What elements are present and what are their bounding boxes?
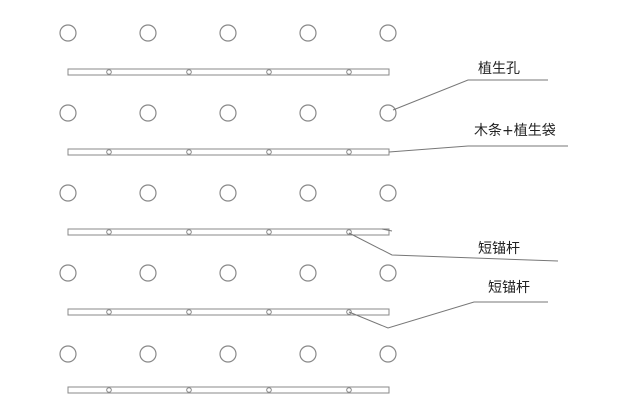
anchor-bolt-icon: [266, 229, 272, 235]
planting-hole-icon: [299, 104, 317, 122]
wood-strip: [67, 228, 390, 236]
planting-hole-icon: [379, 24, 397, 42]
planting-hole-icon: [139, 345, 157, 363]
planting-hole-icon: [139, 264, 157, 282]
wood-strip: [67, 386, 390, 394]
planting-hole-icon: [139, 184, 157, 202]
wood-strip: [67, 148, 390, 156]
anchor-bolt-icon: [106, 309, 112, 315]
anchor-bolt-icon: [266, 149, 272, 155]
planting-hole-icon: [299, 24, 317, 42]
planting-hole-icon: [379, 264, 397, 282]
planting-holes: [59, 24, 397, 363]
planting-hole-icon: [59, 264, 77, 282]
planting-hole-icon: [299, 345, 317, 363]
anchor-bolt-icon: [346, 69, 352, 75]
planting-hole-icon: [139, 24, 157, 42]
leader-wood-strip-bag: [388, 145, 568, 153]
leader-short-anchor-2: [348, 301, 548, 329]
anchor-bolt-icon: [186, 309, 192, 315]
planting-hole-icon: [219, 184, 237, 202]
wood-strip: [67, 68, 390, 76]
planting-hole-icon: [59, 24, 77, 42]
anchor-bolt-icon: [106, 387, 112, 393]
leader-short-anchor-1: [348, 232, 559, 262]
leader-lines: [348, 79, 568, 329]
anchor-bolt-icon: [346, 149, 352, 155]
planting-hole-icon: [299, 264, 317, 282]
label-planting-hole: 植生孔: [478, 61, 520, 77]
planting-hole-icon: [379, 345, 397, 363]
anchor-bolt-icon: [106, 229, 112, 235]
anchor-bolt-icon: [266, 69, 272, 75]
anchor-bolt-icon: [266, 387, 272, 393]
anchor-bolt-icon: [346, 387, 352, 393]
leader-tick: [381, 228, 393, 232]
planting-hole-icon: [219, 24, 237, 42]
label-wood-strip-bag: 木条+植生袋: [474, 122, 556, 139]
anchor-bolt-icon: [186, 149, 192, 155]
leader-planting-hole: [392, 79, 548, 111]
planting-hole-icon: [59, 104, 77, 122]
anchor-bolt-icon: [106, 149, 112, 155]
anchor-bolt-icon: [186, 387, 192, 393]
planting-hole-icon: [299, 184, 317, 202]
planting-hole-icon: [379, 104, 397, 122]
label-short-anchor-2: 短锚杆: [488, 280, 530, 296]
anchor-bolt-icon: [186, 69, 192, 75]
planting-hole-icon: [379, 184, 397, 202]
label-short-anchor-1: 短锚杆: [478, 241, 520, 257]
planting-hole-icon: [219, 345, 237, 363]
planting-hole-icon: [59, 184, 77, 202]
anchor-bolt-icon: [266, 309, 272, 315]
anchor-bolt-icon: [186, 229, 192, 235]
planting-hole-icon: [59, 345, 77, 363]
wood-strips: [67, 68, 390, 394]
wood-strip: [67, 308, 390, 316]
planting-hole-icon: [219, 104, 237, 122]
planting-hole-icon: [139, 104, 157, 122]
anchor-bolt-icon: [106, 69, 112, 75]
planting-hole-icon: [219, 264, 237, 282]
